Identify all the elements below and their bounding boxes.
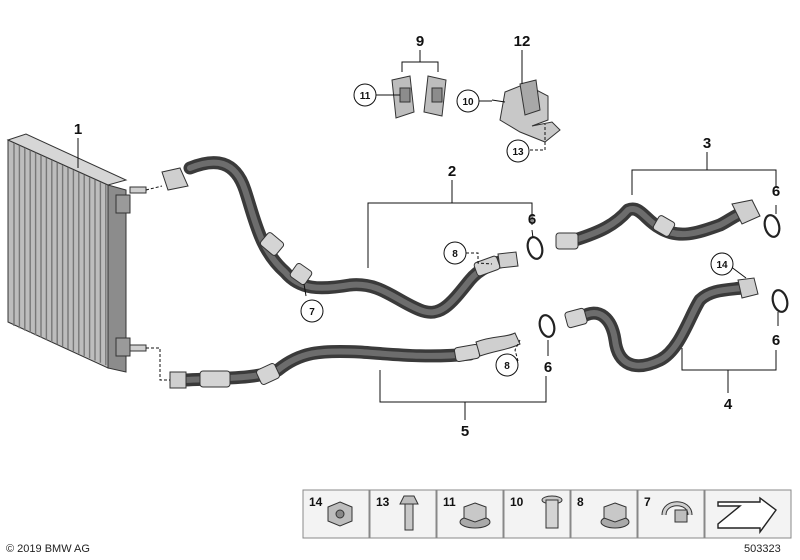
callout-11: 11 — [360, 91, 371, 102]
callout-1: 1 — [74, 121, 82, 138]
hose-clamp[interactable] — [391, 75, 447, 119]
diagram-number: 503323 — [744, 543, 781, 555]
callout-9: 9 — [416, 33, 424, 50]
svg-text:13: 13 — [376, 495, 390, 509]
copyright: © 2019 BMW AG — [6, 543, 90, 555]
callout-8-a: 8 — [452, 249, 458, 260]
hex-nut-icon — [600, 502, 630, 529]
panel-cell-13[interactable]: 13 — [369, 489, 437, 539]
callout-5: 5 — [461, 423, 469, 440]
panel-cell-8[interactable]: 8 — [570, 489, 638, 539]
parts-panel: 14 13 11 10 — [302, 489, 792, 539]
panel-cell-14[interactable]: 14 — [302, 489, 370, 539]
panel-cell-7[interactable]: 7 — [637, 489, 705, 539]
svg-text:11: 11 — [443, 495, 456, 509]
o-rings — [526, 214, 789, 338]
callout-8-b: 8 — [504, 361, 510, 372]
bracket[interactable] — [491, 79, 561, 143]
spacer-sleeve-icon — [541, 495, 563, 529]
oil-cooler-line-lower[interactable] — [169, 332, 521, 389]
bolt-icon — [399, 495, 419, 531]
circled-callouts: 7 8 8 10 11 13 14 — [300, 83, 734, 377]
oil-cooler[interactable] — [6, 133, 147, 373]
hose-clip-icon — [661, 501, 693, 523]
callout-6-b: 6 — [772, 183, 780, 200]
callout-3: 3 — [703, 135, 711, 152]
oil-cooler-line-3[interactable] — [555, 199, 761, 250]
callout-6-a: 6 — [528, 211, 536, 228]
panel-cell-11[interactable]: 11 — [436, 489, 504, 539]
callout-2: 2 — [448, 163, 456, 180]
callout-numbers: 1 2 3 4 5 6 6 6 6 9 12 — [74, 33, 780, 440]
leader-lines — [77, 50, 779, 420]
svg-text:14: 14 — [309, 495, 323, 509]
flange-nut-icon — [459, 502, 491, 529]
callout-13: 13 — [512, 147, 524, 158]
callout-4: 4 — [724, 396, 733, 413]
svg-text:8: 8 — [577, 495, 584, 509]
callout-12: 12 — [514, 33, 531, 50]
panel-cell-10[interactable]: 10 — [503, 489, 571, 539]
oil-cooler-line-4[interactable] — [564, 277, 759, 373]
panel-cell-arrow[interactable] — [704, 489, 792, 539]
callout-6-c: 6 — [544, 359, 552, 376]
svg-text:7: 7 — [644, 495, 651, 509]
callout-6-d: 6 — [772, 332, 780, 349]
callout-14: 14 — [716, 260, 728, 271]
svg-text:10: 10 — [510, 495, 524, 509]
hex-nut-icon — [327, 501, 353, 527]
callout-10: 10 — [462, 97, 474, 108]
callout-7: 7 — [309, 307, 315, 318]
oil-cooler-line-upper[interactable] — [161, 156, 519, 319]
view-arrow-icon — [717, 496, 777, 535]
